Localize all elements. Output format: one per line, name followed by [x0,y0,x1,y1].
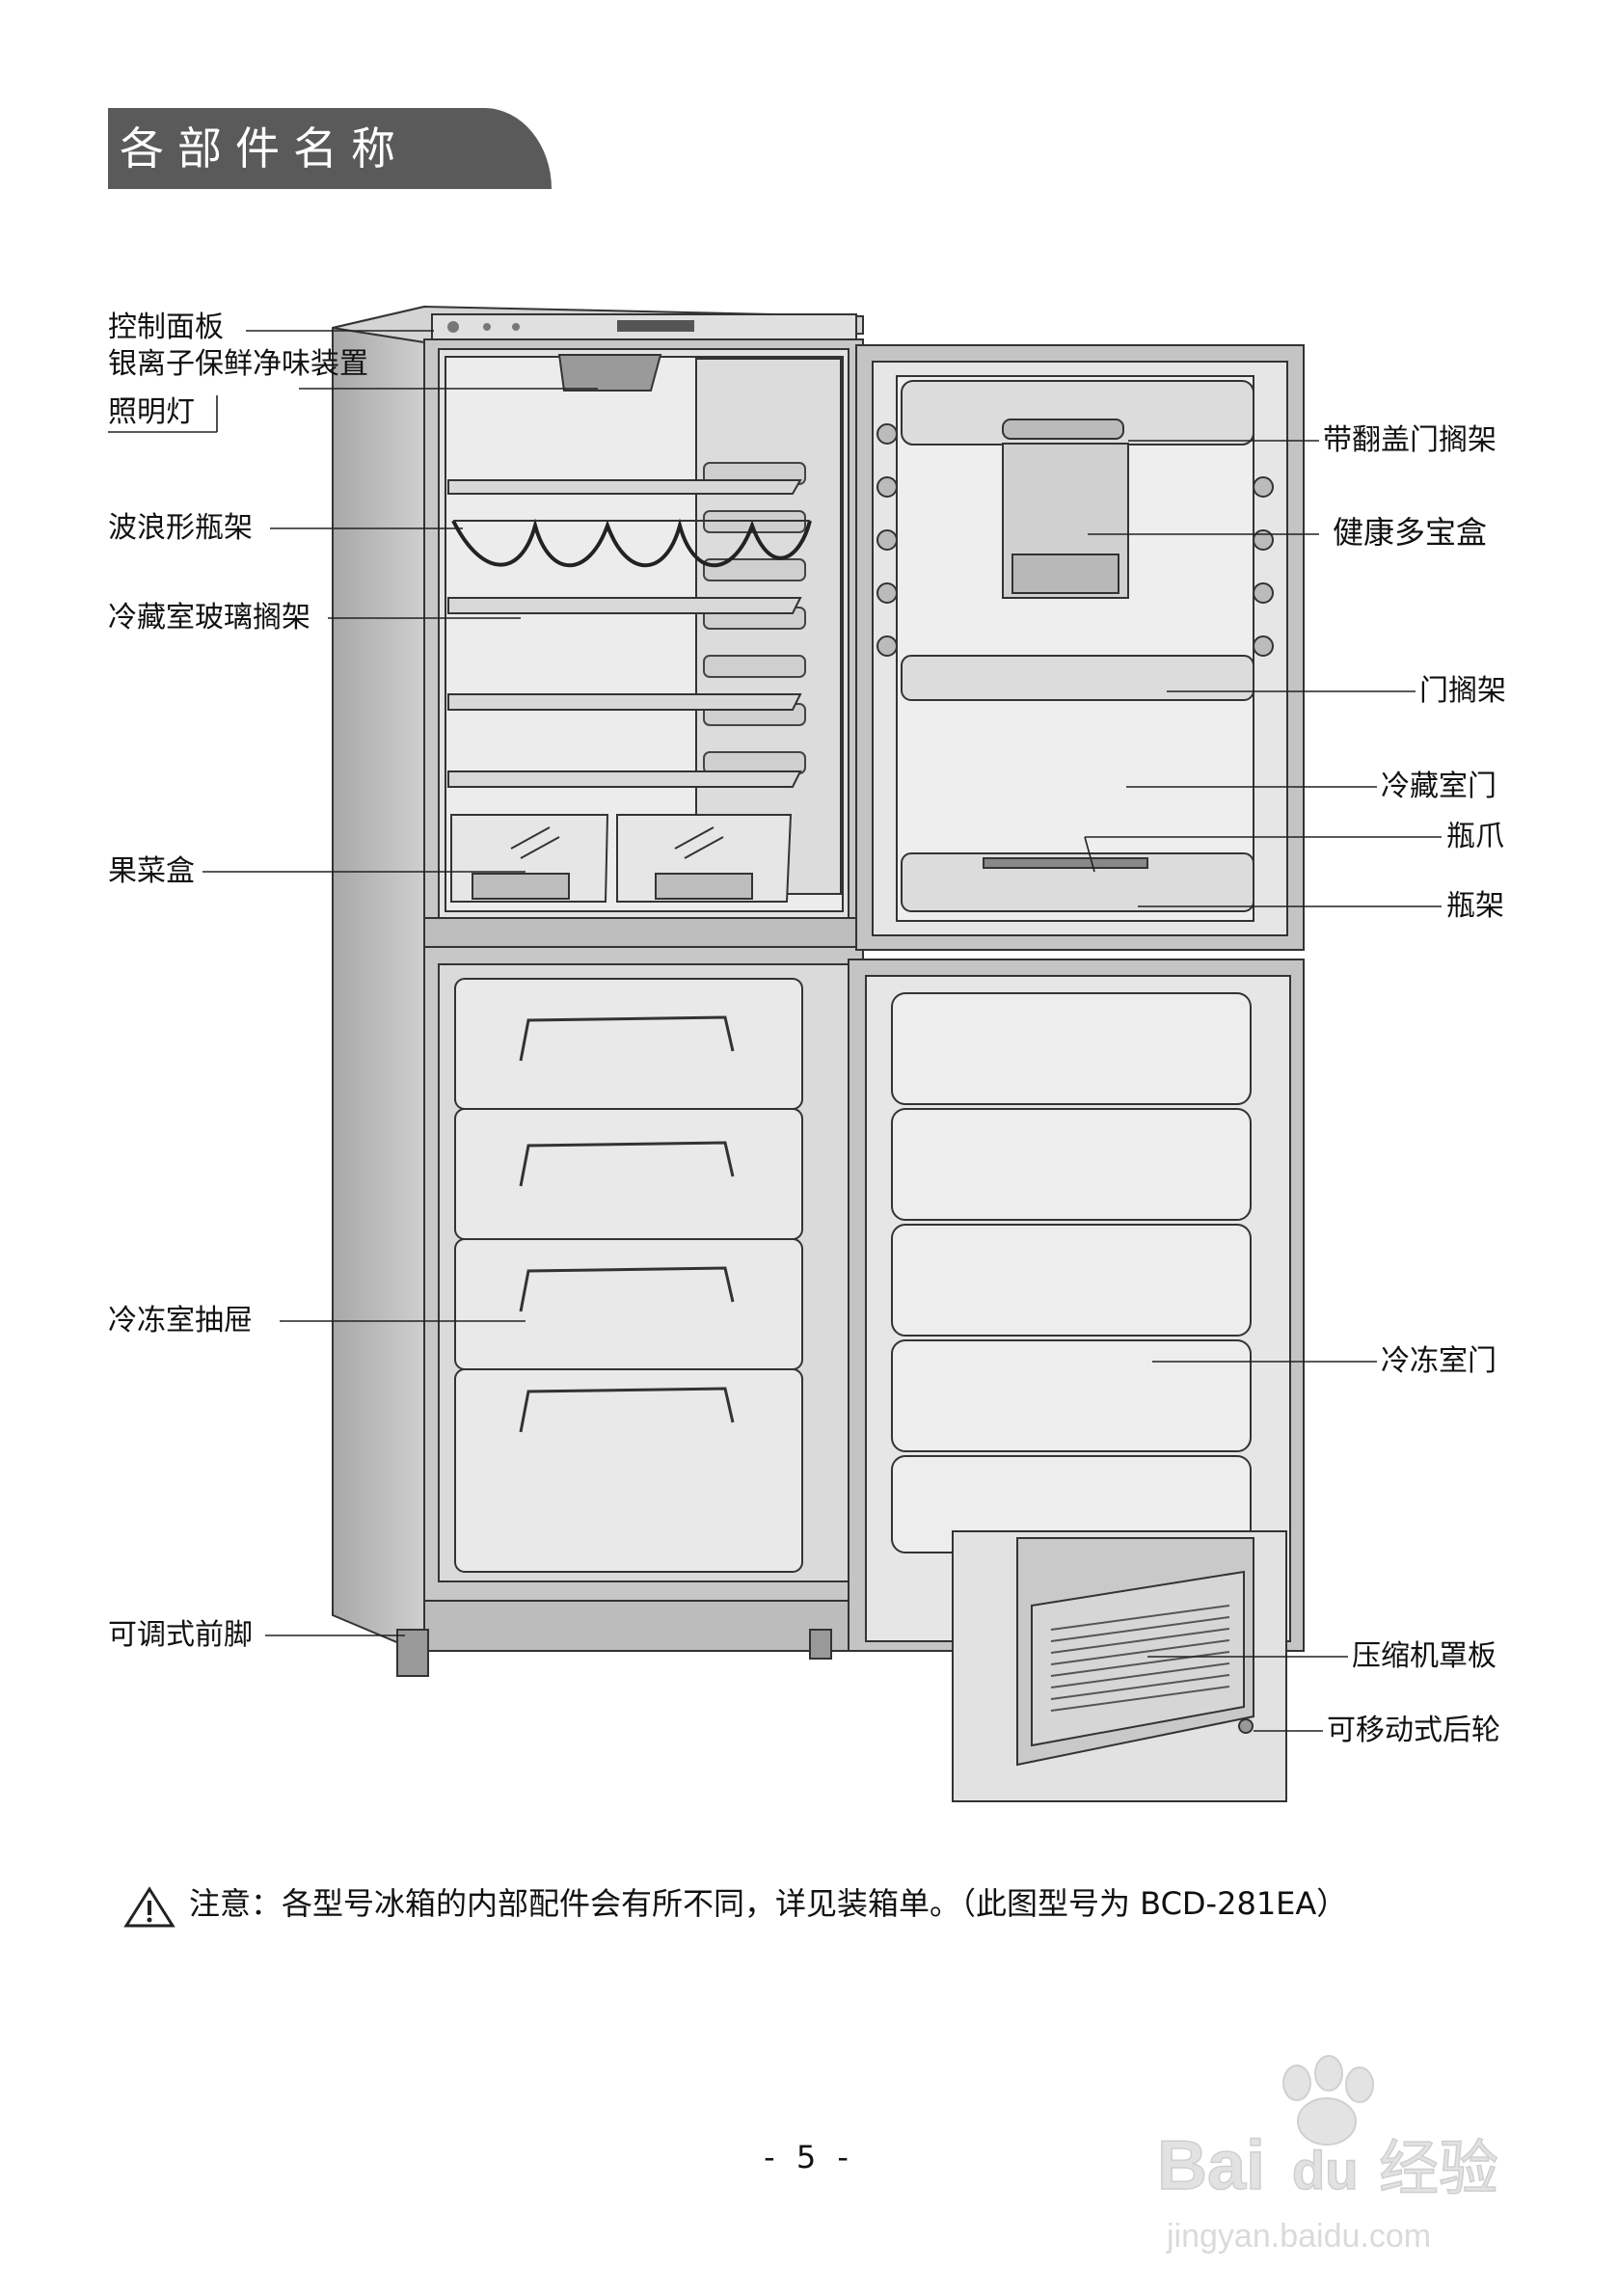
label-control-panel: 控制面板 [108,311,224,344]
freezer-drawers [454,978,803,1573]
label-compressor-cover: 压缩机罩板 [1352,1639,1497,1673]
label-door-shelf: 门搁架 [1419,674,1506,708]
wave-bottle-rack [451,518,812,568]
baidu-watermark: Bai du 经验 jingyan.baidu.com [1156,2055,1499,2255]
rear-wheel [1238,1718,1254,1734]
label-glass-shelf: 冷藏室玻璃搁架 [108,601,310,635]
note-text: 注意：各型号冰箱的内部配件会有所不同，详见装箱单。（此图型号为 BCD-281E… [189,1885,1348,1922]
label-crisper: 果菜盒 [108,854,195,888]
page-number: - 5 - [764,2139,854,2175]
freezer-door [848,959,1305,1652]
section-heading-tab [108,108,552,189]
label-lighting: 照明灯 [108,395,195,429]
watermark-url: jingyan.baidu.com [1166,2218,1431,2255]
label-bottle-claw: 瓶爪 [1446,820,1504,853]
label-flip-lid-door-shelf: 带翻盖门搁架 [1323,423,1497,457]
watermark-product: 经验 [1379,2133,1498,2203]
warning-icon [123,1886,175,1928]
label-freezer-door: 冷冻室门 [1381,1344,1497,1378]
label-bottle-rack: 瓶架 [1446,889,1504,923]
label-freezer-drawer: 冷冻室抽屉 [108,1304,253,1337]
leader-lines [108,330,1442,1732]
label-fridge-door: 冷藏室门 [1381,770,1497,803]
label-adjustable-front-foot: 可调式前脚 [108,1618,253,1652]
section-heading: 各部件名称 [120,122,409,175]
fridge-door [855,344,1305,951]
watermark-brand-du: du [1292,2140,1358,2201]
watermark-brand: Bai [1157,2127,1265,2204]
crisper-drawers [450,814,793,903]
glass-shelves [447,479,802,788]
label-health-box: 健康多宝盒 [1333,514,1488,551]
compressor-cover [1031,1570,1245,1747]
label-rear-wheel: 可移动式后轮 [1327,1714,1500,1747]
label-silver-ion-device: 银离子保鲜净味装置 [108,347,368,381]
label-wave-bottle-rack: 波浪形瓶架 [108,511,253,545]
compressor-inset [952,1530,1287,1802]
